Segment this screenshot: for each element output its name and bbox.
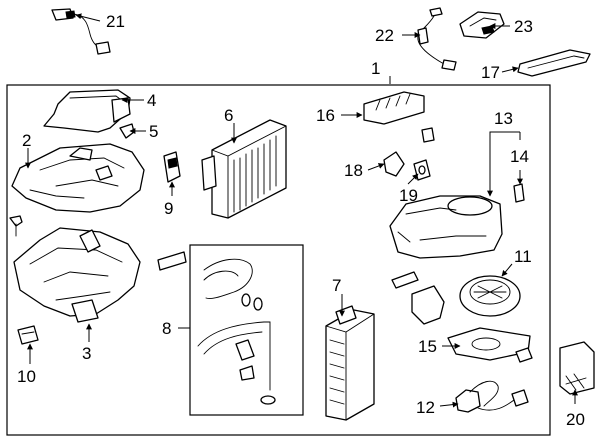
callout-18: 18: [344, 161, 363, 180]
part-20-panel: [559, 341, 595, 395]
callout-5: 5: [149, 122, 158, 141]
part-15-brackets: [391, 271, 445, 325]
tube-kit-frame: [189, 244, 304, 416]
callout-10: 10: [17, 367, 36, 386]
callout-17: 17: [481, 63, 500, 82]
callout-11: 11: [514, 247, 532, 266]
part-13-blower-case: [389, 195, 503, 259]
callout-15: 15: [418, 337, 437, 356]
callout-2: 2: [22, 131, 31, 150]
part-4-duct: [43, 89, 131, 133]
part-2-upper-case: [11, 143, 145, 213]
leader-lines: [25, 13, 578, 408]
callout-22: 22: [375, 26, 394, 45]
callout-16: 16: [316, 106, 335, 125]
callout-14: 14: [510, 147, 529, 166]
part-6-evaporator: [201, 119, 287, 219]
part-3-lower-case: [13, 227, 141, 323]
callout-3: 3: [82, 344, 91, 363]
part-9-connector: [163, 151, 181, 183]
callout-21: 21: [106, 12, 125, 31]
callout-4: 4: [147, 91, 156, 110]
callout-20: 20: [566, 410, 585, 429]
part-21-sensor: [51, 8, 111, 55]
callout-13: 13: [494, 109, 513, 128]
callout-6: 6: [224, 106, 233, 125]
part-10-grommet: [17, 325, 39, 345]
part-17-duct: [517, 49, 591, 77]
part-16-vent: [363, 91, 425, 125]
callout-23: 23: [514, 17, 533, 36]
callout-1: 1: [371, 59, 380, 78]
part-18-bracket: [383, 151, 405, 177]
part-14-clip: [513, 183, 525, 203]
assembly-frame: [6, 84, 551, 436]
part-19-actuator: [413, 159, 431, 181]
callout-labels: 1 2 3 4 5 6 7 8 9 10 11 12 13 14 15 16 1…: [17, 12, 585, 429]
part-12-harness: [455, 380, 529, 413]
part-22-cable: [417, 7, 457, 71]
part-11-blower-motor: [459, 275, 521, 317]
part-8-tube-kit: [157, 251, 276, 405]
screw: [9, 215, 23, 237]
callout-19: 19: [399, 186, 418, 205]
part-7-heater-core: [325, 305, 375, 421]
part-13-fastener: [421, 127, 435, 143]
callout-7: 7: [332, 276, 341, 295]
callout-12: 12: [416, 398, 435, 417]
part-15-plate: [447, 327, 533, 363]
callout-9: 9: [164, 199, 173, 218]
part-23-actuator: [459, 11, 505, 39]
callout-8: 8: [162, 319, 171, 338]
